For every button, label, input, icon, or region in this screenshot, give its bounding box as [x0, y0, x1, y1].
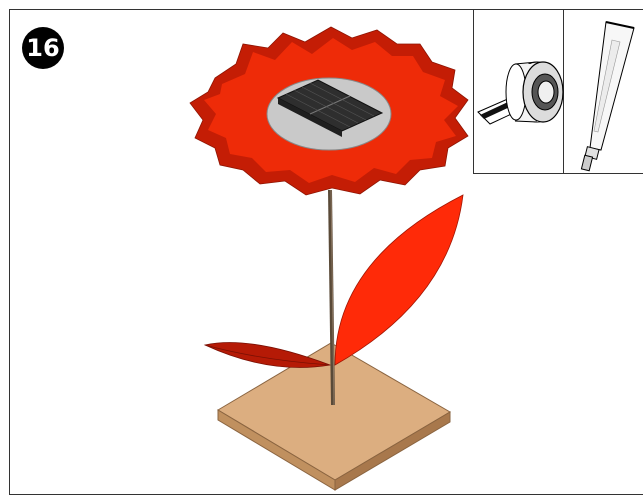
left-leaf [203, 342, 332, 368]
step-number: 16 [26, 34, 60, 62]
step-number-badge: 16 [22, 27, 64, 69]
flower-stem [328, 189, 335, 406]
solar-panel [276, 79, 384, 137]
tape-roll-icon [477, 61, 564, 125]
flower-head [189, 26, 469, 196]
glue-tube-icon [580, 21, 635, 172]
wooden-base [217, 342, 451, 491]
right-leaf [334, 194, 464, 366]
